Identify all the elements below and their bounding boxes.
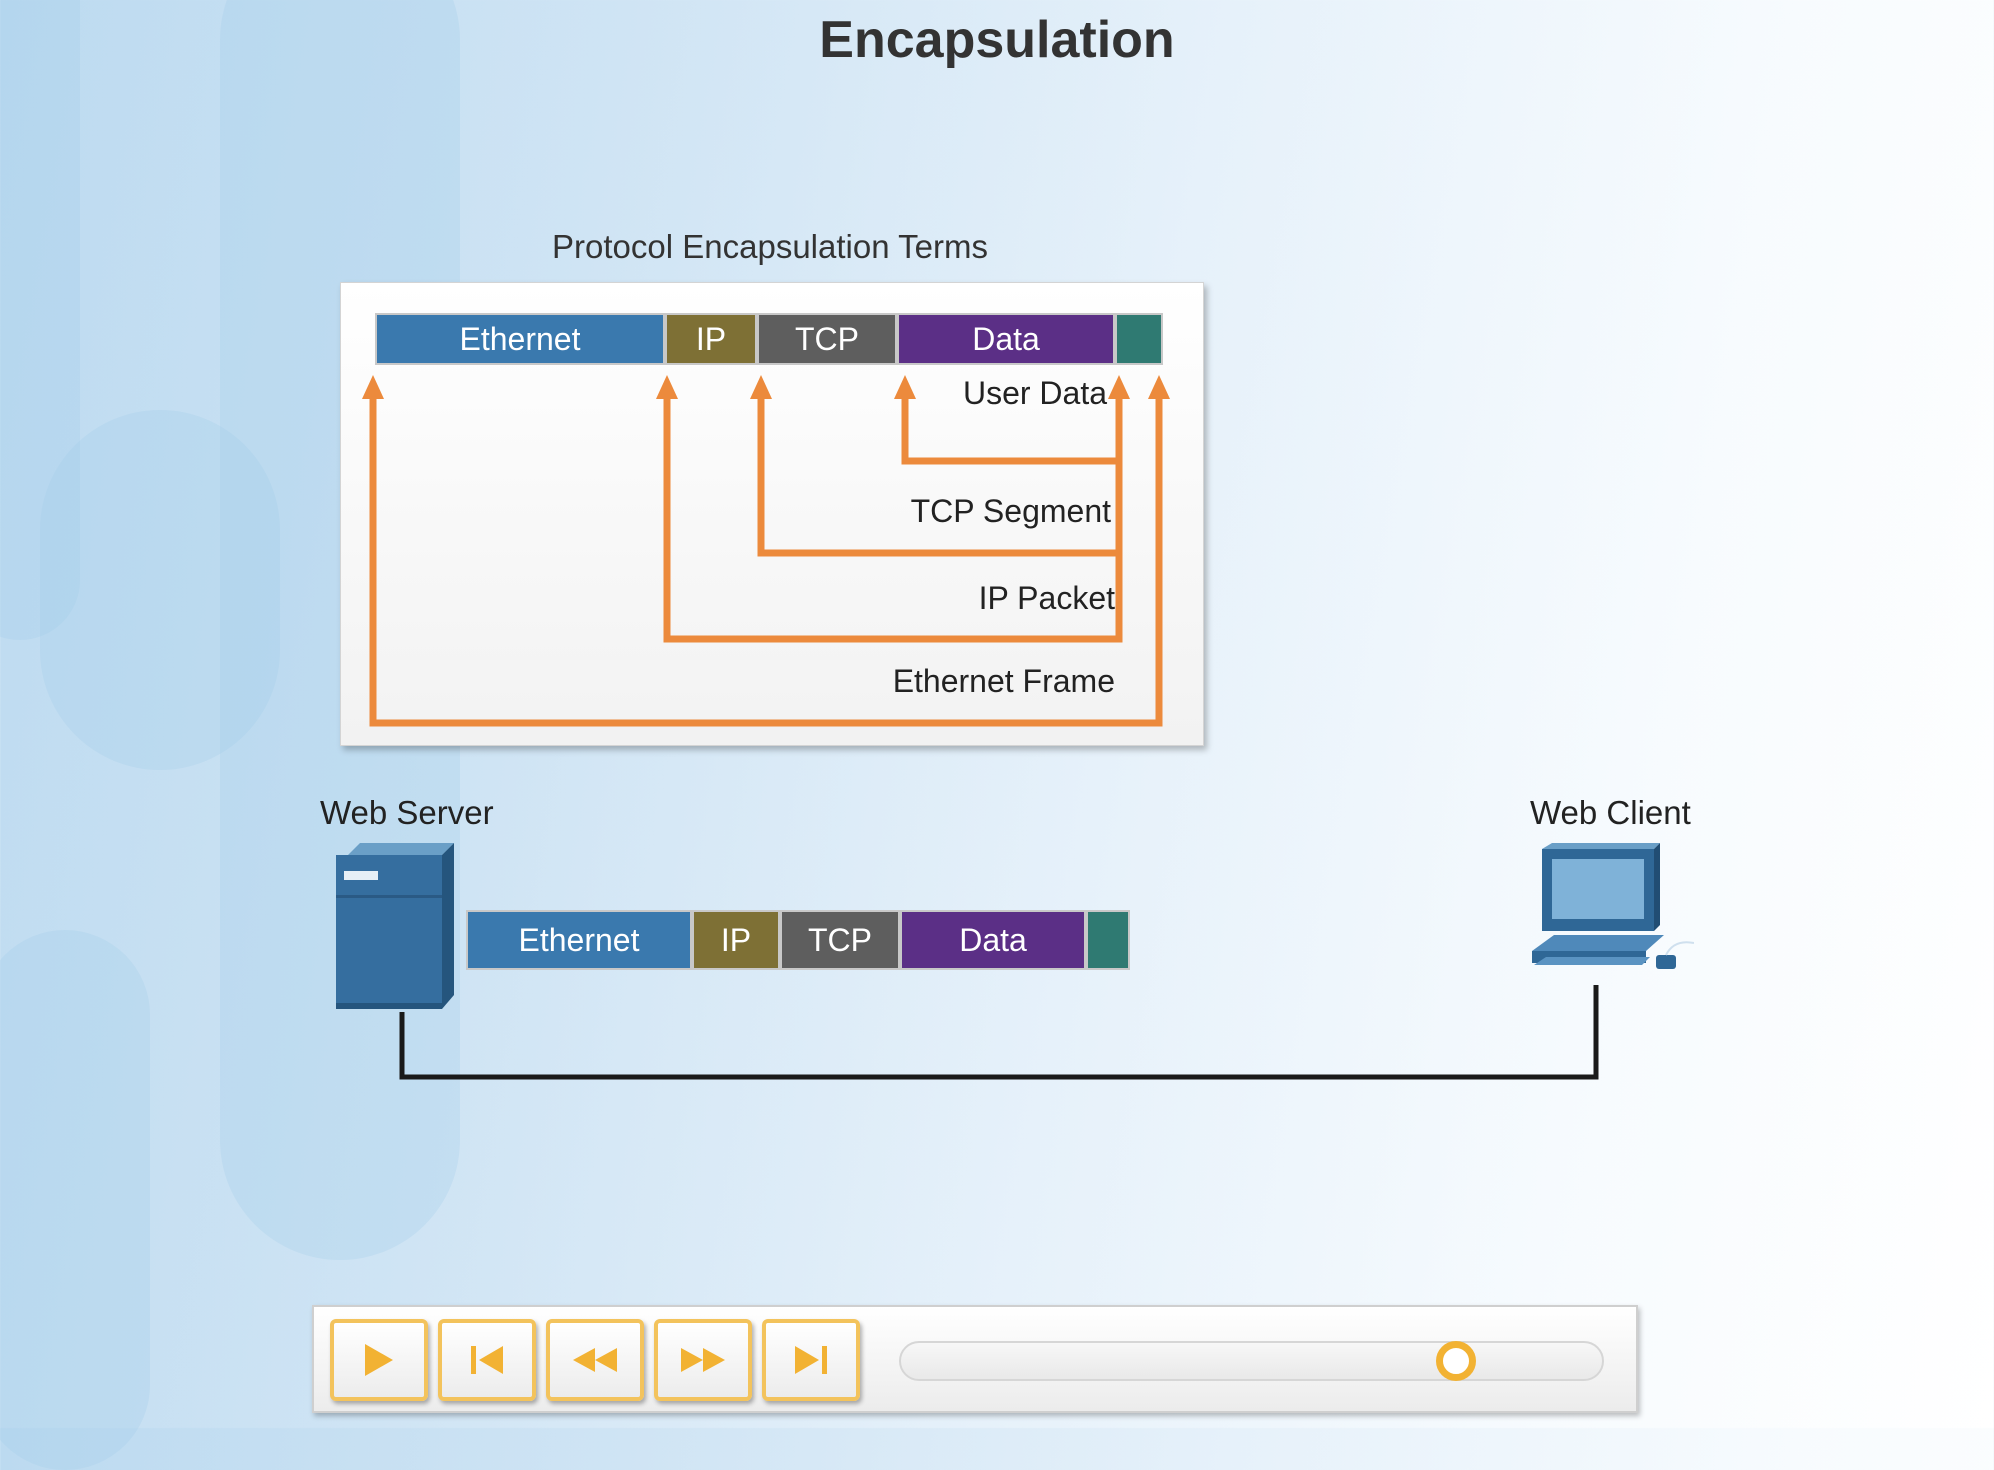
skip-to-end-button[interactable]: [762, 1319, 860, 1401]
term-tcp-segment: TCP Segment: [910, 493, 1111, 529]
header-tcp-segment: TCP: [757, 313, 897, 365]
header-ethernet-segment: Ethernet: [375, 313, 665, 365]
header-ip-segment: IP: [665, 313, 757, 365]
frame-ip-segment: IP: [692, 910, 780, 970]
network-link: [399, 985, 1599, 1080]
rewind-button[interactable]: [546, 1319, 644, 1401]
play-icon: [365, 1344, 393, 1376]
frame-tcp-segment: TCP: [780, 910, 900, 970]
skip-to-start-icon: [471, 1346, 503, 1374]
progress-track[interactable]: [899, 1341, 1604, 1381]
play-button[interactable]: [330, 1319, 428, 1401]
fast-forward-icon: [681, 1348, 725, 1372]
web-client-label: Web Client: [1530, 794, 1691, 831]
web-client-icon: [1532, 843, 1694, 969]
header-trailer-segment: [1115, 313, 1163, 365]
term-ethernet-frame: Ethernet Frame: [892, 663, 1115, 699]
header-data-segment: Data: [897, 313, 1115, 365]
playback-controls: [312, 1305, 1638, 1413]
web-server-icon: [336, 843, 454, 1009]
progress-thumb[interactable]: [1436, 1341, 1476, 1381]
frame-ethernet-segment: Ethernet: [466, 910, 692, 970]
frame-trailer-segment: [1086, 910, 1130, 970]
rewind-icon: [573, 1348, 617, 1372]
fast-forward-button[interactable]: [654, 1319, 752, 1401]
term-user-data: User Data: [962, 375, 1107, 411]
encapsulation-arrows: [362, 375, 1170, 727]
panel-caption: Protocol Encapsulation Terms: [552, 228, 988, 265]
encapsulation-terms-panel: Ethernet IP TCP Data User Data TCP Segme…: [340, 282, 1204, 746]
background-stripe: [0, 0, 80, 640]
frame-data-segment: Data: [900, 910, 1086, 970]
background-stripe: [40, 410, 280, 770]
term-ip-packet: IP Packet: [978, 580, 1115, 616]
web-server-label: Web Server: [320, 794, 494, 831]
skip-to-end-icon: [795, 1346, 827, 1374]
page-title: Encapsulation: [819, 11, 1175, 69]
skip-to-start-button[interactable]: [438, 1319, 536, 1401]
background-stripe: [0, 930, 150, 1470]
